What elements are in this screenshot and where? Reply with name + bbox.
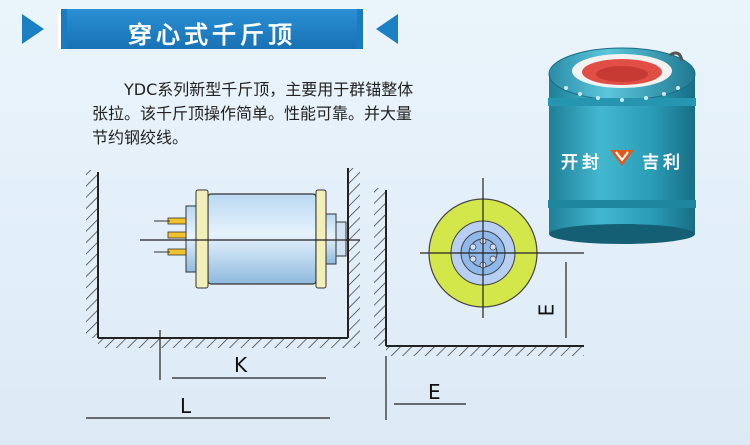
- page-title: 穿心式千斤顶: [128, 21, 296, 49]
- side-view-drawing: [86, 168, 360, 419]
- dimension-l-label: L: [180, 394, 192, 418]
- brand-logo-icon: [610, 150, 634, 166]
- banner-right-arrow-icon: [376, 14, 398, 44]
- description-line-3: 节约钢绞线。: [92, 128, 189, 147]
- product-brand-left: 开封: [561, 153, 603, 173]
- description-line-2: 张拉。该千斤顶操作简单。性能可靠。并大量: [92, 104, 413, 123]
- dimension-e-side-label: E: [534, 303, 559, 317]
- front-view-drawing: [374, 178, 584, 420]
- product-photo: [548, 47, 696, 244]
- dimension-k-label: K: [234, 353, 248, 377]
- product-description: YDC系列新型千斤顶，主要用于群锚整体 张拉。该千斤顶操作简单。性能可靠。并大量…: [92, 78, 512, 150]
- banner-left-arrow-icon: [22, 14, 44, 44]
- description-line-1: YDC系列新型千斤顶，主要用于群锚整体: [124, 80, 414, 99]
- banner-bar: 穿心式千斤顶: [58, 9, 366, 49]
- dimension-e-bottom-label: E: [428, 380, 441, 404]
- product-brand-right: 吉利: [642, 153, 684, 173]
- title-banner: 穿心式千斤顶: [22, 8, 398, 50]
